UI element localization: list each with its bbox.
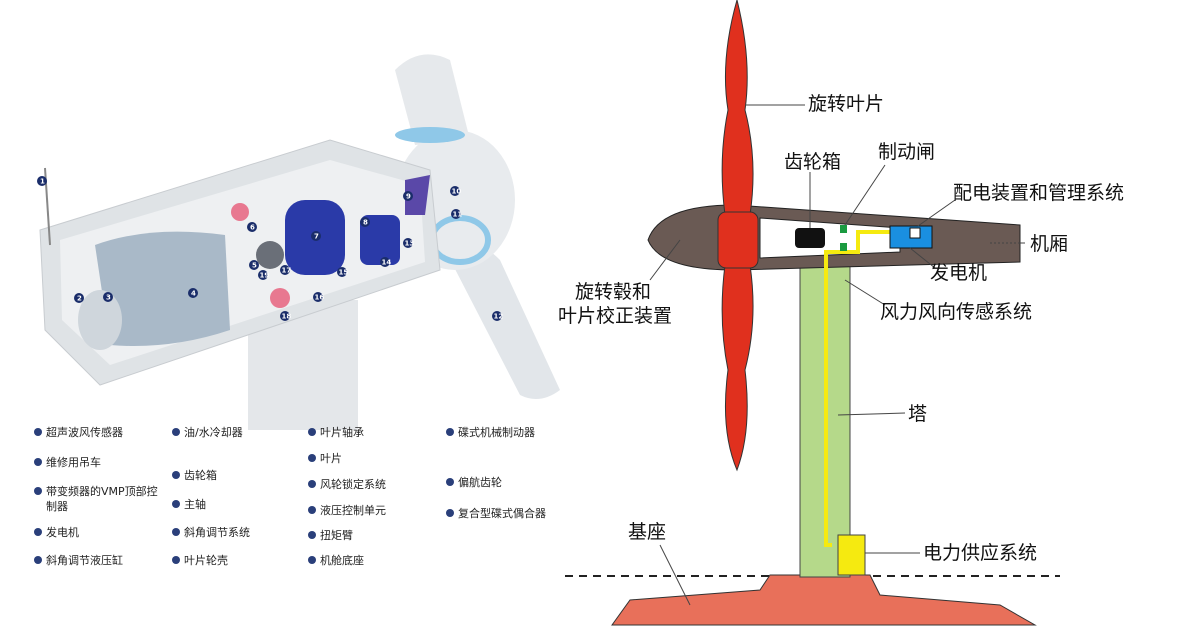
svg-text:19: 19 — [260, 272, 270, 280]
bullet-icon — [172, 556, 180, 564]
bullet-icon — [308, 556, 316, 564]
bullet-icon — [446, 428, 454, 436]
legend-item: 发电机 — [34, 525, 79, 540]
power-supply-box — [837, 534, 866, 576]
label-tower: 塔 — [908, 403, 927, 425]
bullet-icon — [34, 428, 42, 436]
legend-item: 斜角调节系统 — [172, 525, 250, 540]
brake — [840, 225, 847, 233]
callout: 1 — [37, 176, 47, 186]
svg-text:2: 2 — [77, 295, 82, 303]
bullet-icon — [172, 428, 180, 436]
legend-item: 叶片 — [308, 451, 342, 466]
bullet-icon — [446, 478, 454, 486]
label-blade: 旋转叶片 — [808, 93, 884, 115]
legend-item: 斜角调节液压缸 — [34, 553, 123, 568]
bullet-icon — [172, 500, 180, 508]
bullet-icon — [308, 531, 316, 539]
bullet-icon — [308, 428, 316, 436]
bullet-icon — [172, 471, 180, 479]
legend-item: 带变频器的VMP顶部控制器 — [34, 484, 159, 514]
lower-blade — [721, 264, 754, 472]
bullet-icon — [34, 528, 42, 536]
svg-text:5: 5 — [252, 262, 257, 270]
nacelle-illustration — [39, 54, 560, 430]
svg-text:12: 12 — [494, 313, 504, 321]
legend-item: 主轴 — [172, 497, 206, 512]
label-base: 基座 — [628, 521, 666, 543]
blade-bearing-ring — [395, 127, 465, 143]
svg-text:14: 14 — [382, 259, 392, 267]
label-generator: 发电机 — [930, 262, 987, 284]
legend-item: 齿轮箱 — [172, 468, 217, 483]
legend-item: 机舱底座 — [308, 553, 364, 568]
bullet-icon — [34, 487, 42, 495]
svg-text:18: 18 — [282, 313, 292, 321]
turbine-schematic: 旋转叶片 齿轮箱 制动闸 配电装置和管理系统 机厢 发电机 旋转毂和 叶片校正装… — [558, 0, 1124, 626]
label-power-supply: 电力供应系统 — [923, 542, 1037, 564]
legend-item: 风轮锁定系统 — [308, 477, 386, 492]
label-nacelle: 机厢 — [1030, 233, 1068, 255]
svg-text:9: 9 — [406, 193, 411, 201]
bullet-icon — [446, 509, 454, 517]
legend-item: 扭矩臂 — [308, 528, 353, 543]
label-sensor: 风力风向传感系统 — [880, 301, 1032, 323]
power-cable — [824, 230, 925, 547]
rotor-hub — [717, 211, 759, 269]
svg-text:7: 7 — [314, 233, 319, 241]
label-hub-1: 旋转毂和 — [575, 281, 651, 303]
leader-lines — [649, 104, 1025, 606]
svg-text:4: 4 — [191, 290, 196, 298]
legend-item: 叶片轮壳 — [172, 553, 228, 568]
svg-text:16: 16 — [315, 294, 325, 302]
legend-item: 液压控制单元 — [308, 503, 386, 518]
legend-item: 维修用吊车 — [34, 455, 101, 470]
bullet-icon — [308, 454, 316, 462]
upper-blade — [721, 0, 754, 216]
legend-item: 偏航齿轮 — [446, 475, 502, 490]
svg-text:15: 15 — [339, 269, 349, 277]
svg-text:10: 10 — [452, 188, 462, 196]
legend-item: 超声波风传感器 — [34, 425, 123, 440]
bullet-icon — [34, 556, 42, 564]
svg-text:13: 13 — [405, 240, 415, 248]
callout-markers: 1 2 3 4 5 6 7 8 9 10 11 12 13 14 15 16 1… — [37, 176, 503, 321]
svg-text:11: 11 — [453, 211, 463, 219]
label-power-mgmt: 配电装置和管理系统 — [953, 182, 1124, 204]
generator-body — [95, 231, 230, 346]
svg-text:1: 1 — [40, 178, 45, 186]
bullet-icon — [308, 480, 316, 488]
label-hub-2: 叶片校正装置 — [558, 305, 672, 327]
legend-item: 复合型碟式偶合器 — [446, 506, 546, 521]
bullet-icon — [34, 458, 42, 466]
svg-text:3: 3 — [106, 294, 111, 302]
gearbox — [795, 228, 825, 248]
upper-blade — [395, 54, 470, 145]
svg-text:6: 6 — [250, 224, 255, 232]
base-foundation — [611, 574, 1037, 626]
bullet-icon — [308, 506, 316, 514]
svg-text:17: 17 — [282, 267, 292, 275]
legend-item: 碟式机械制动器 — [446, 425, 535, 440]
legend-item: 叶片轴承 — [308, 425, 364, 440]
bullet-icon — [172, 528, 180, 536]
legend-item: 油/水冷却器 — [172, 425, 243, 440]
svg-text:8: 8 — [363, 219, 368, 227]
label-brake: 制动闸 — [878, 141, 935, 163]
label-gearbox: 齿轮箱 — [784, 151, 841, 173]
